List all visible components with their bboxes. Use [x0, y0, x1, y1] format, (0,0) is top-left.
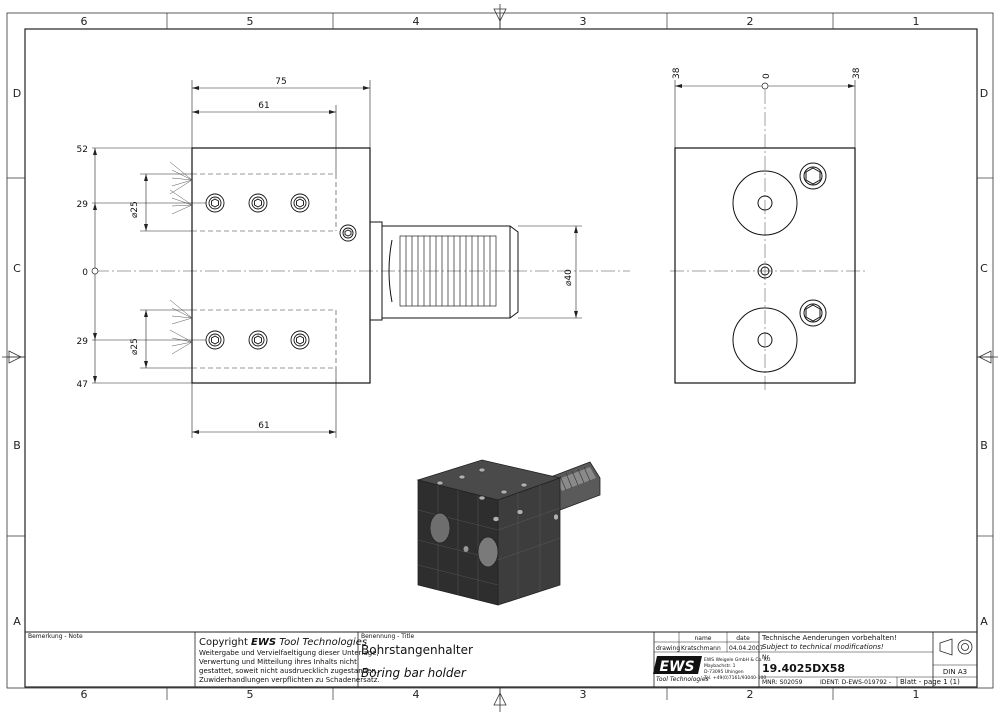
- zone-row-b-left: B: [13, 439, 21, 452]
- zone-row-a-left: A: [13, 615, 21, 628]
- company-line-2: Maybachstr. 1: [704, 663, 736, 669]
- shank: [369, 221, 519, 321]
- dim-y-bottom: 47: [77, 380, 88, 390]
- dim-inner-width-bottom: 61: [258, 421, 269, 431]
- nut-lower: [799, 299, 827, 327]
- zone-col-1-bottom: 1: [913, 688, 920, 701]
- dim-inner-width-top: 61: [258, 101, 269, 111]
- copyright-text-2: Verwertung und Mitteilung ihres Inhalts …: [199, 658, 357, 666]
- serrations: [399, 235, 497, 307]
- zone-col-6-top: 6: [81, 15, 88, 28]
- zone-row-a-right: A: [980, 615, 988, 628]
- zone-col-6-bottom: 6: [81, 688, 88, 701]
- upper-bore: [732, 170, 798, 236]
- dim-upper-pitch: ⌀25: [130, 201, 140, 218]
- zone-col-5-top: 5: [247, 15, 254, 28]
- drawing-number: 19.4025DX58: [762, 662, 845, 675]
- ident-number: IDENT: D-EWS-019792 -: [820, 679, 891, 686]
- note-german: Technische Aenderungen vorbehalten!: [761, 634, 897, 642]
- zone-col-3-top: 3: [580, 15, 587, 28]
- dim-y-upper-holes: 29: [77, 200, 89, 210]
- ews-logo: EWS: [653, 656, 702, 675]
- title-block: [25, 631, 977, 687]
- title-german: Bohrstangenhalter: [361, 643, 473, 657]
- zone-col-5-bottom: 5: [247, 688, 254, 701]
- col-name-header: name: [694, 635, 711, 642]
- company-line-4: Tel. +49(0)7161/93040-100: [703, 675, 766, 681]
- copyright-text-4: Zuwiderhandlungen verpflichten zu Schade…: [199, 676, 380, 684]
- nut-upper: [799, 162, 827, 190]
- company-line-1: EWS Weigele GmbH & Co. KG: [704, 657, 771, 663]
- side-view: 38 0 38: [670, 67, 866, 390]
- zone-row-b-right: B: [980, 439, 988, 452]
- dim-side-right: 38: [852, 67, 862, 79]
- copyright-line: Copyright EWS Tool Technologies: [199, 637, 367, 648]
- front-view: 75 61 61 52 29 0: [77, 77, 630, 438]
- zone-col-3-bottom: 3: [580, 688, 587, 701]
- company-line-3: D-73095 Uhingen: [704, 669, 744, 675]
- zone-col-2-bottom: 2: [747, 688, 754, 701]
- iso-right-face: [497, 477, 561, 606]
- zone-col-4-top: 4: [413, 15, 420, 28]
- lower-bore: [732, 307, 798, 373]
- copyright-text-3: gestattet, soweit nicht ausdruecklich zu…: [199, 667, 378, 675]
- upper-screw-row: [205, 193, 310, 213]
- sheet-number: Blatt - page 1 (1): [900, 678, 960, 686]
- isometric-view: [416, 459, 601, 606]
- zone-row-c-right: C: [980, 262, 988, 275]
- dim-y-top: 52: [77, 145, 88, 155]
- dim-shank-diameter: ⌀40: [564, 269, 574, 286]
- copyright-text-1: Weitergabe und Vervielfaeltigung dieser …: [199, 649, 379, 657]
- row-drawing-label: drawing: [656, 645, 680, 652]
- drawn-date: 04.04.2007: [729, 645, 764, 652]
- dim-y-lower-holes: 29: [77, 337, 89, 347]
- logo-subtitle: Tool Technologies: [656, 676, 709, 683]
- dim-side-left: 38: [672, 67, 682, 79]
- dim-overall-width: 75: [275, 77, 286, 87]
- drawn-by: Kratschmann: [681, 645, 721, 652]
- dim-y-center: 0: [82, 268, 88, 278]
- nr-label: Nr.: [762, 654, 770, 661]
- zone-row-c-left: C: [13, 262, 21, 275]
- zone-col-2-top: 2: [747, 15, 754, 28]
- title-english: Boring bar holder: [361, 666, 467, 680]
- dim-side-center: 0: [762, 73, 772, 79]
- col-date-header: date: [736, 635, 750, 642]
- zone-row-d-left: D: [13, 87, 21, 100]
- lower-screw-row: [205, 330, 310, 350]
- zone-row-d-right: D: [980, 87, 988, 100]
- logo-text: EWS: [659, 659, 694, 675]
- dim-lower-pitch: ⌀25: [130, 338, 140, 355]
- drawing-frame: [24, 28, 978, 688]
- remark-label: Bemerkung - Note: [28, 633, 83, 640]
- zone-col-4-bottom: 4: [413, 688, 420, 701]
- sheet-format: DIN A3: [943, 668, 967, 676]
- zone-col-1-top: 1: [913, 15, 920, 28]
- title-label: Benennung - Title: [361, 633, 414, 640]
- note-english: Subject to technical modifications!: [762, 643, 884, 651]
- mnr-number: MNR: S02059: [762, 679, 803, 686]
- side-block: [674, 147, 856, 384]
- copyright-brand: EWS: [251, 637, 276, 648]
